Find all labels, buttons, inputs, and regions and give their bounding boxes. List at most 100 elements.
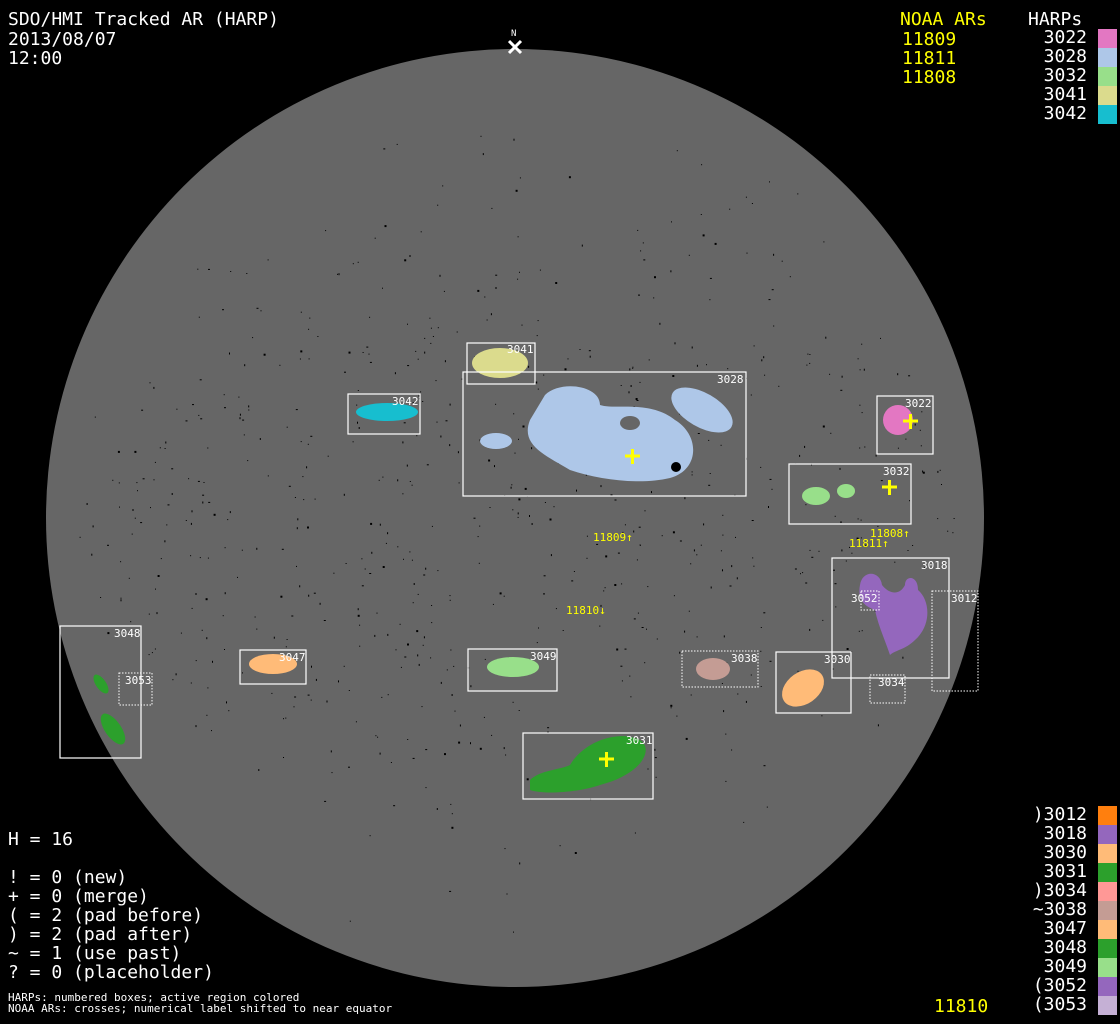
magnetic-speck: [208, 268, 210, 270]
sunspot: [671, 462, 681, 472]
magnetic-speck: [417, 358, 419, 360]
magnetic-speck: [849, 546, 850, 548]
magnetic-speck: [835, 606, 837, 608]
magnetic-speck: [421, 706, 423, 708]
stat-line: ! = 0 (new): [8, 867, 128, 888]
harp-box-3034: [869, 674, 906, 704]
magnetic-speck: [725, 733, 727, 735]
harp-label-3047: 3047: [279, 651, 306, 664]
harp-color-swatch: [1098, 882, 1117, 901]
magnetic-speck: [107, 544, 109, 546]
magnetic-speck: [190, 555, 192, 557]
magnetic-speck: [753, 565, 755, 567]
magnetic-speck: [800, 573, 801, 575]
magnetic-speck: [136, 482, 138, 484]
harp-legend-label: )3012: [1032, 804, 1087, 825]
magnetic-speck: [640, 250, 642, 252]
magnetic-speck: [480, 135, 482, 137]
magnetic-speck: [348, 351, 351, 354]
magnetic-speck: [621, 680, 623, 682]
magnetic-speck: [323, 620, 326, 621]
time: 12:00: [8, 48, 63, 69]
magnetic-speck: [671, 221, 672, 223]
magnetic-speck: [424, 351, 426, 354]
magnetic-speck: [735, 536, 736, 538]
magnetic-speck: [953, 518, 955, 519]
magnetic-speck: [379, 752, 381, 755]
magnetic-speck: [937, 518, 939, 520]
magnetic-speck: [515, 189, 518, 192]
magnetic-speck: [402, 493, 404, 495]
magnetic-speck: [834, 583, 837, 585]
magnetic-speck: [337, 273, 338, 275]
magnetic-speck: [206, 714, 208, 716]
magnetic-speck: [148, 613, 150, 615]
harp-count: H = 16: [8, 829, 74, 850]
magnetic-speck: [531, 447, 533, 450]
magnetic-speck: [413, 583, 415, 585]
magnetic-speck: [458, 741, 461, 744]
magnetic-speck: [454, 710, 456, 712]
magnetic-speck: [708, 484, 711, 486]
magnetic-speck: [908, 375, 911, 377]
region-3042: [356, 403, 418, 421]
magnetic-speck: [703, 523, 705, 526]
harp-legend-label: 3018: [1043, 823, 1087, 844]
magnetic-speck: [207, 447, 209, 449]
magnetic-speck: [259, 438, 261, 440]
magnetic-speck: [297, 518, 299, 521]
magnetic-speck: [725, 780, 727, 782]
magnetic-speck: [522, 425, 525, 428]
magnetic-speck: [444, 753, 446, 756]
magnetic-speck: [690, 694, 692, 696]
magnetic-speck: [227, 519, 229, 521]
magnetic-speck: [357, 421, 358, 424]
magnetic-speck: [922, 471, 925, 474]
magnetic-speck: [581, 244, 583, 247]
magnetic-speck: [937, 470, 939, 473]
harp-label-3038: 3038: [731, 652, 758, 665]
magnetic-speck: [382, 566, 385, 568]
magnetic-speck: [714, 242, 717, 245]
magnetic-speck: [311, 665, 312, 668]
magnetic-speck: [425, 749, 428, 751]
magnetic-speck: [117, 450, 120, 453]
magnetic-speck: [281, 548, 284, 550]
magnetic-speck: [830, 432, 832, 434]
magnetic-speck: [643, 259, 646, 261]
magnetic-speck: [387, 633, 389, 636]
magnetic-speck: [294, 696, 297, 698]
magnetic-speck: [137, 490, 138, 492]
harp-box-3030: [775, 651, 852, 714]
magnetic-speck: [880, 337, 881, 339]
magnetic-speck: [543, 374, 545, 376]
harp-legend-label: 3022: [1043, 27, 1087, 48]
magnetic-speck: [750, 394, 752, 396]
magnetic-speck: [685, 737, 688, 740]
magnetic-speck: [564, 368, 567, 371]
magnetic-speck: [449, 444, 451, 447]
magnetic-speck: [809, 354, 811, 355]
harp-color-swatch: [1098, 86, 1117, 105]
magnetic-speck: [431, 525, 433, 527]
magnetic-speck: [488, 459, 491, 462]
magnetic-speck: [651, 491, 652, 494]
magnetic-speck: [952, 532, 954, 534]
harp-label-3042: 3042: [392, 395, 419, 408]
magnetic-speck: [403, 422, 406, 424]
magnetic-speck: [327, 455, 329, 457]
harp-legend-label: 3048: [1043, 937, 1087, 958]
magnetic-speck: [804, 445, 806, 448]
harp-legend-label: 3047: [1043, 918, 1087, 939]
magnetic-speck: [348, 690, 350, 691]
magnetic-speck: [635, 398, 638, 400]
magnetic-speck: [436, 808, 438, 810]
magnetic-speck: [697, 433, 700, 434]
magnetic-speck: [330, 750, 332, 753]
magnetic-speck: [924, 567, 927, 569]
magnetic-speck: [646, 628, 647, 630]
magnetic-speck: [470, 685, 472, 688]
harp-legend-label: 3032: [1043, 65, 1087, 86]
magnetic-speck: [709, 277, 712, 279]
magnetic-speck: [208, 501, 211, 503]
